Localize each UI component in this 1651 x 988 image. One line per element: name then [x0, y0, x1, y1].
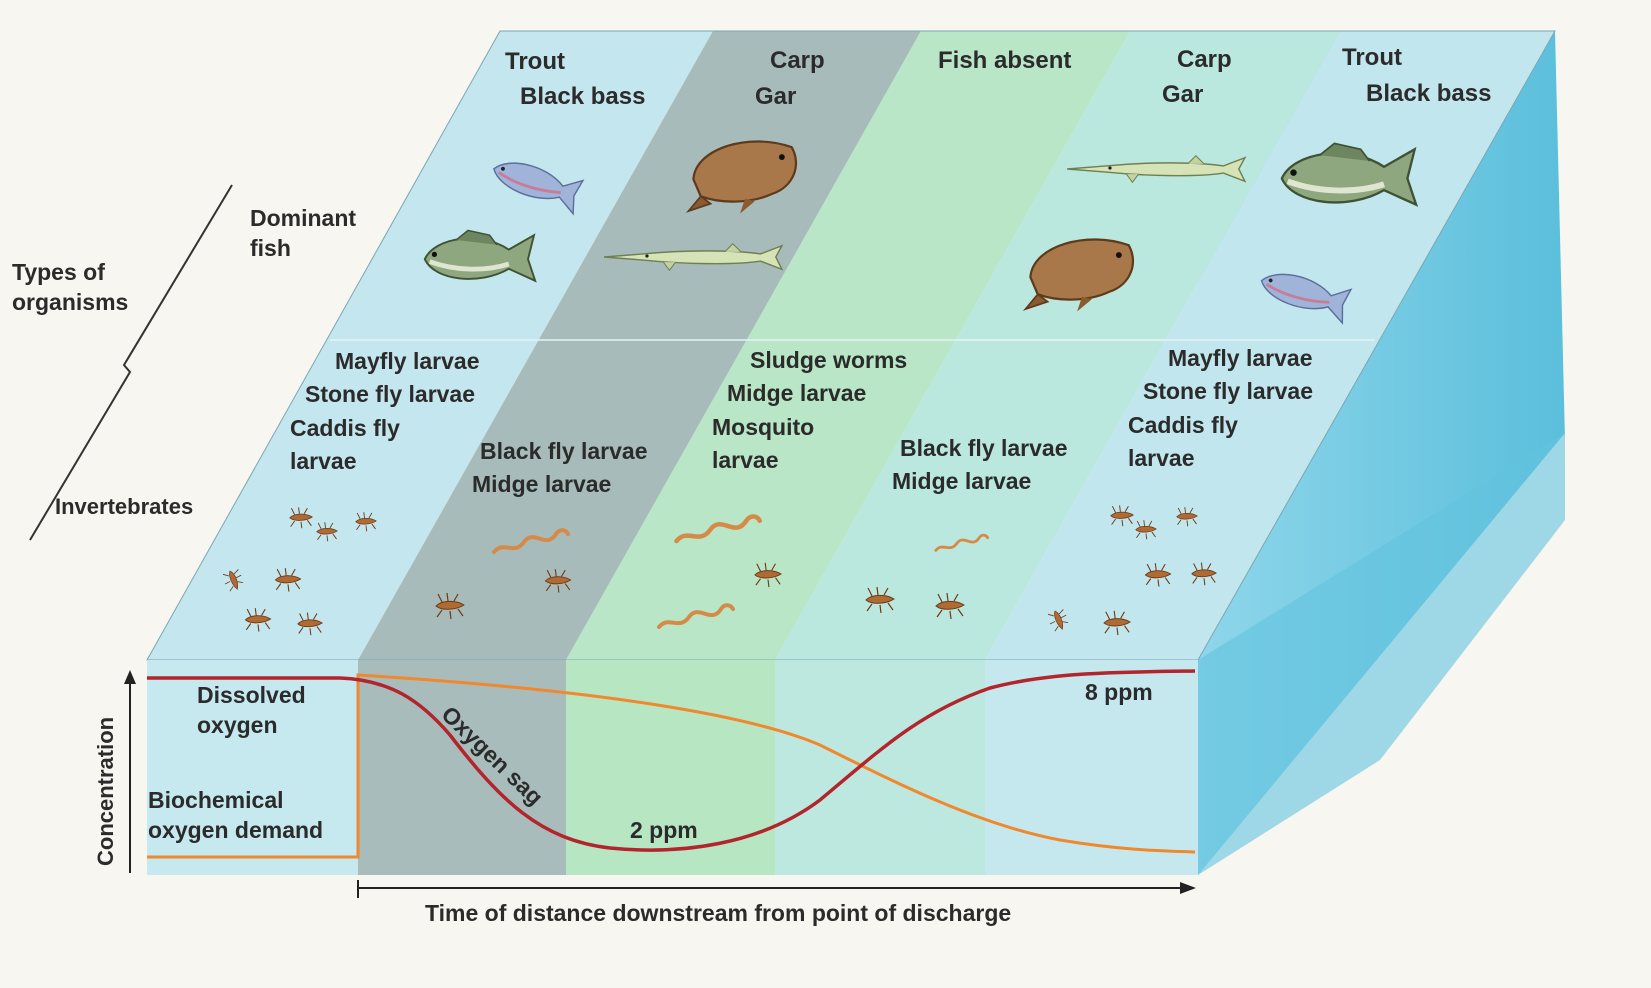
zone1-fish-line1: Trout	[505, 48, 565, 75]
zone5-fish-line1: Trout	[1342, 44, 1402, 71]
zone2-inv-line2: Midge larvae	[472, 471, 611, 497]
zone4-inv-line2: Midge larvae	[892, 468, 1031, 494]
zone5-fish-line2: Black bass	[1366, 80, 1491, 107]
zone2-inv-line1: Black fly larvae	[480, 438, 648, 464]
zone3-inv-line1: Sludge worms	[750, 347, 907, 373]
zone5-inv-line2: Stone fly larvae	[1143, 378, 1313, 404]
zone1-fish-line2: Black bass	[520, 83, 645, 110]
zone3-inv-line4: larvae	[712, 447, 779, 473]
dominant-fish-label-line2: fish	[250, 235, 291, 261]
x-axis-arrow	[1180, 882, 1196, 894]
y-axis-arrow	[124, 670, 136, 684]
zone4-fish-line2: Gar	[1162, 81, 1203, 108]
dissolved-oxygen-label-line2: oxygen	[197, 712, 278, 738]
zone5-inv-line4: larvae	[1128, 445, 1195, 471]
zone2-fish-line1: Carp	[770, 47, 825, 74]
zone2-fish-line2: Gar	[755, 83, 796, 110]
recovered-oxygen-label: 8 ppm	[1085, 679, 1153, 705]
zone4-inv-line1: Black fly larvae	[900, 435, 1068, 461]
min-oxygen-label: 2 ppm	[630, 817, 698, 843]
zone3-inv-line2: Midge larvae	[727, 380, 866, 406]
zone3-fish-line1: Fish absent	[938, 47, 1071, 74]
y-axis-label: Concentration	[93, 717, 118, 866]
invertebrates-label: Invertebrates	[55, 494, 193, 519]
zone4-fish-line1: Carp	[1177, 46, 1232, 73]
x-axis-label: Time of distance downstream from point o…	[425, 900, 1011, 926]
zone1-inv-line2: Stone fly larvae	[305, 381, 475, 407]
bod-label-line2: oxygen demand	[148, 817, 323, 843]
front-zone-2	[358, 660, 566, 875]
zone5-inv-line3: Caddis fly	[1128, 412, 1238, 438]
zone5-inv-line1: Mayfly larvae	[1168, 345, 1312, 371]
zone1-inv-line4: larvae	[290, 448, 357, 474]
zone1-inv-line1: Mayfly larvae	[335, 348, 479, 374]
dissolved-oxygen-label-line1: Dissolved	[197, 682, 306, 708]
front-zone-4	[775, 660, 985, 875]
types-bracket	[30, 185, 232, 540]
types-label-line2: organisms	[12, 289, 128, 315]
zone3-inv-line3: Mosquito	[712, 414, 814, 440]
bod-label-line1: Biochemical	[148, 787, 284, 813]
dominant-fish-label-line1: Dominant	[250, 205, 356, 231]
zone1-inv-line3: Caddis fly	[290, 415, 400, 441]
types-label-line1: Types of	[12, 259, 105, 285]
